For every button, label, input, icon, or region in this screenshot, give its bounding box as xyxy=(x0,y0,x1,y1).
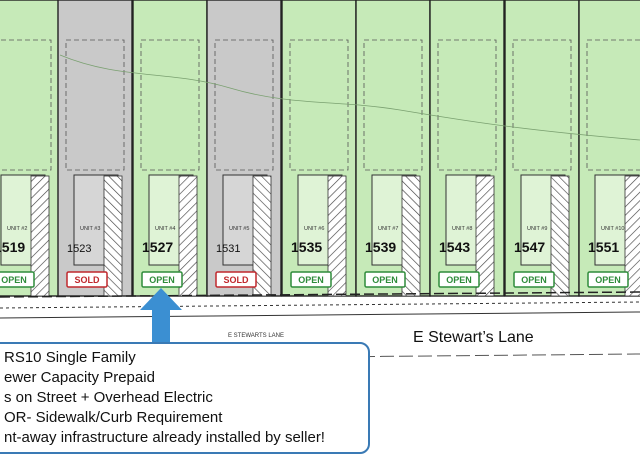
unit-label: UNIT #3 xyxy=(80,226,100,232)
lot-number: 1539 xyxy=(365,239,396,255)
driveway xyxy=(252,175,272,297)
status-badge-box xyxy=(215,271,257,288)
status-badge-text: SOLD xyxy=(223,275,249,285)
lot-number: 1547 xyxy=(514,239,545,255)
driveway xyxy=(550,175,570,297)
driveway xyxy=(624,175,640,297)
unit-label: UNIT #5 xyxy=(229,226,249,232)
up-arrow-icon xyxy=(140,288,182,346)
contour-line xyxy=(59,54,640,141)
unit-label: UNIT #6 xyxy=(304,226,324,232)
building-envelope xyxy=(289,39,349,171)
status-badge-text: OPEN xyxy=(298,275,324,285)
building-envelope xyxy=(140,39,200,171)
status-badge-box xyxy=(513,271,555,288)
street-small-label: E STEWARTS LANE xyxy=(228,333,284,339)
lot-number: 1527 xyxy=(142,239,173,255)
lot-number: 1543 xyxy=(439,239,470,255)
building-envelope xyxy=(0,39,52,171)
status-badge-box xyxy=(290,271,332,288)
sidewalk-line xyxy=(0,301,640,309)
status-badge-box xyxy=(587,271,629,288)
lot-number: 1535 xyxy=(291,239,322,255)
lot-1519[interactable]: UNIT #2 1519OPEN xyxy=(0,0,60,297)
note-sidewalk: OR- Sidewalk/Curb Requirement xyxy=(4,409,223,426)
status-badge-box xyxy=(66,271,108,288)
note-sewer: ewer Capacity Prepaid xyxy=(4,369,155,386)
unit-label: UNIT #7 xyxy=(378,226,398,232)
status-badge-text: OPEN xyxy=(372,275,398,285)
status-badge-text: OPEN xyxy=(446,275,472,285)
status-badge-box xyxy=(141,271,183,288)
unit-label: UNIT #4 xyxy=(155,226,175,232)
driveway xyxy=(401,175,421,297)
note-utilities: s on Street + Overhead Electric xyxy=(4,389,213,406)
status-badge-box xyxy=(0,271,35,288)
note-infrastructure: nt-away infrastructure already installed… xyxy=(4,429,325,446)
property-line xyxy=(0,291,640,298)
building-envelope xyxy=(214,39,274,171)
lot-number: 1519 xyxy=(0,239,25,255)
driveway xyxy=(475,175,495,297)
building-envelope xyxy=(586,39,640,171)
building-envelope xyxy=(363,39,423,171)
status-badge-text: OPEN xyxy=(521,275,547,285)
status-badge-text: OPEN xyxy=(149,275,175,285)
status-badge-box xyxy=(438,271,480,288)
lot-number: 1531 xyxy=(216,243,240,255)
lot-number: 1551 xyxy=(588,239,619,255)
unit-label: UNIT #10 xyxy=(601,226,624,232)
driveway xyxy=(30,175,50,297)
lot-number: 1523 xyxy=(67,243,91,255)
status-badge-text: SOLD xyxy=(74,275,100,285)
building-envelope xyxy=(65,39,125,171)
notes-box: RS10 Single Family ewer Capacity Prepaid… xyxy=(0,342,370,454)
street-name-label: E Stewart’s Lane xyxy=(413,329,534,346)
unit-label: UNIT #9 xyxy=(527,226,547,232)
driveway xyxy=(327,175,347,297)
building-envelope xyxy=(512,39,572,171)
building-envelope xyxy=(437,39,497,171)
note-zoning: RS10 Single Family xyxy=(4,349,136,366)
unit-label: UNIT #8 xyxy=(452,226,472,232)
status-badge-text: OPEN xyxy=(595,275,621,285)
unit-label: UNIT #2 xyxy=(7,226,27,232)
status-badge-box xyxy=(364,271,406,288)
status-badge-text: OPEN xyxy=(1,275,27,285)
curb-line xyxy=(0,311,640,319)
